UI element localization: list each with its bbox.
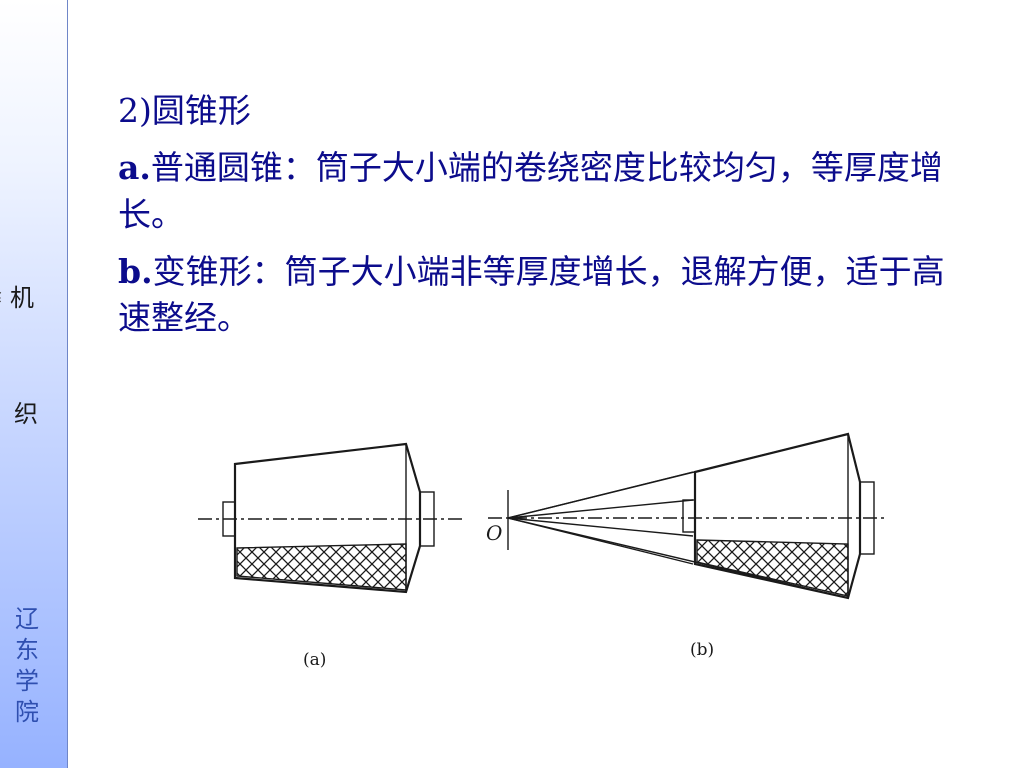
item-a-text: 普通圆锥：筒子大小端的卷绕密度比较均匀，等厚度增长。	[118, 147, 943, 234]
college-char: 院	[15, 698, 39, 726]
large-end-flange	[419, 491, 435, 547]
item-b-text: 变锥形：筒子大小端非等厚度增长，退解方便，适于高速整经。	[118, 251, 945, 338]
item-a: a.普通圆锥：筒子大小端的卷绕密度比较均匀，等厚度增长。	[118, 145, 968, 239]
cone-ray-inner-bottom	[507, 517, 694, 537]
college-char: 东	[15, 636, 39, 664]
origin-label: O	[486, 521, 502, 545]
cone-ray-mid-bottom	[507, 517, 694, 565]
sidebar-char-ji: 机	[10, 284, 34, 312]
item-b-prefix: b.	[118, 251, 153, 291]
section-heading: 2)圆锥形	[118, 91, 251, 130]
sidebar-char-zhi: 织	[14, 400, 38, 428]
sidebar: 纟 机 织 辽 东 学 院	[0, 0, 68, 768]
winding-hatch-b	[696, 539, 849, 597]
figure-b-variable-cone: O (b)	[486, 432, 888, 660]
item-b: b.变锥形：筒子大小端非等厚度增长，退解方便，适于高速整经。	[118, 249, 968, 343]
small-end-flange-b	[682, 499, 696, 533]
sidebar-partial-char: 纟	[0, 287, 10, 308]
cone-ray-inner-top	[507, 499, 694, 519]
item-a-prefix: a.	[118, 147, 151, 187]
bobbin-figure: (a) O (b)	[168, 420, 928, 700]
slide-content: 2)圆锥形 a.普通圆锥：筒子大小端的卷绕密度比较均匀，等厚度增长。 b.变锥形…	[118, 88, 968, 352]
college-name: 辽 东 学 院	[14, 604, 40, 728]
college-char: 辽	[15, 605, 39, 633]
large-end-flange-b	[859, 481, 875, 555]
cone-ray-mid-top	[507, 471, 694, 519]
figure-a-ordinary-cone: (a)	[198, 442, 463, 670]
figure-label-b: (b)	[690, 640, 714, 660]
bobbin-diagram: (a) O (b)	[198, 432, 888, 670]
figure-label-a: (a)	[303, 650, 326, 670]
college-char: 学	[15, 667, 39, 695]
winding-hatch-a	[236, 543, 407, 591]
